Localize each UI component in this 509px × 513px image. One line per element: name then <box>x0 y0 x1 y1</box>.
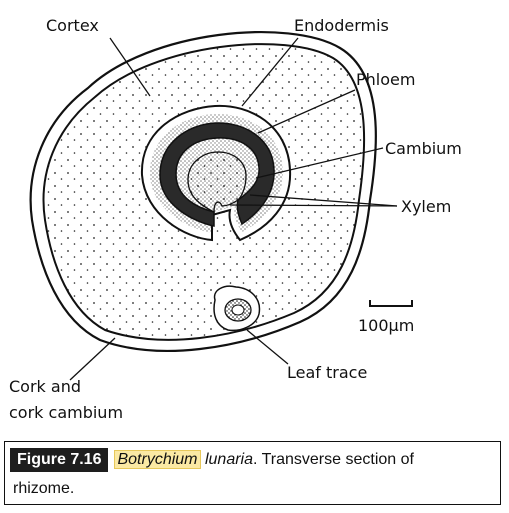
phloem-leader <box>257 89 356 134</box>
leaf-trace-leader <box>246 329 289 365</box>
xylem-leader-1 <box>229 204 398 207</box>
scale-bar <box>369 300 413 307</box>
leaf-trace-core <box>231 304 245 316</box>
label-xylem: Xylem <box>401 197 451 216</box>
genus-name: Botrychium <box>114 450 201 469</box>
pith-region <box>187 151 247 214</box>
label-cork-line2: cork cambium <box>9 403 123 422</box>
cambium-leader <box>255 147 384 179</box>
label-cork-line1: Cork and <box>9 377 81 396</box>
xylem-leader-2 <box>249 194 398 207</box>
endodermis-leader <box>241 37 299 107</box>
rhizome-diagram: Cortex Endodermis Phloem Cambium Xylem 1… <box>9 16 462 422</box>
label-endodermis: Endodermis <box>294 16 389 35</box>
caption-text-1: . Transverse section of <box>253 451 414 468</box>
label-leaf-trace: Leaf trace <box>287 363 367 382</box>
label-cortex: Cortex <box>46 16 99 35</box>
label-phloem: Phloem <box>356 70 415 89</box>
species-name: lunaria <box>200 451 253 468</box>
cortex-leader <box>109 37 151 97</box>
cork-leader <box>69 337 116 381</box>
caption-line-2: rhizome. <box>13 480 75 497</box>
xylem-band <box>159 122 275 227</box>
figure-number-label: Figure 7.16 <box>10 448 109 472</box>
figure-caption: Figure 7.16 Botrychium lunaria. Transvers… <box>4 441 501 505</box>
label-scale: 100μm <box>358 316 414 335</box>
label-cambium: Cambium <box>385 139 462 158</box>
caption-line-1: Figure 7.16 Botrychium lunaria. Transvers… <box>10 448 414 472</box>
